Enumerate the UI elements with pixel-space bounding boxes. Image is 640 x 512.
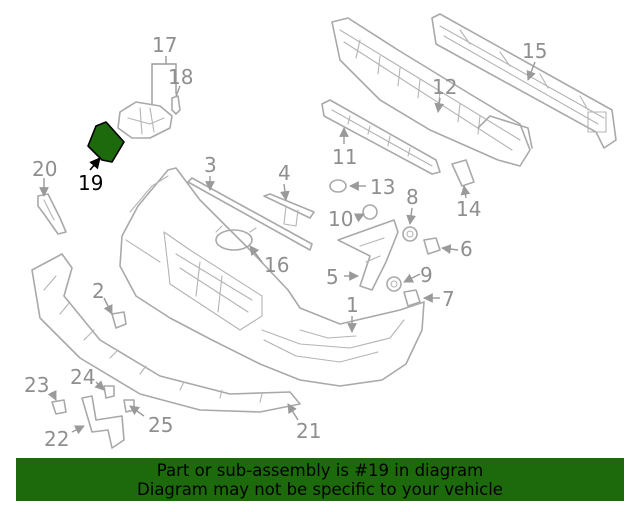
part-22-bracket [81,395,125,449]
part-11-strip [321,99,441,175]
callout-8: 8 [406,185,419,209]
callout-11: 11 [332,145,357,169]
callout-5: 5 [326,265,339,289]
callout-25: 25 [148,413,173,437]
callout-24: 24 [70,365,95,389]
callout-20: 20 [32,157,57,181]
callout-13: 13 [370,175,395,199]
callout-7: 7 [442,287,455,311]
part-4-emblem [263,193,315,227]
callout-9: 9 [420,263,433,287]
callout-3: 3 [204,153,217,177]
part-15-reinforcement-beam [431,13,617,149]
callout-21: 21 [296,419,321,443]
part-20-side-bracket [37,193,67,235]
callout-16: 16 [264,253,289,277]
callout-2: 2 [92,279,105,303]
callout-14: 14 [456,197,481,221]
fasteners [51,179,441,415]
callout-numbers: 17 18 15 12 11 19 20 3 4 13 8 14 10 6 16… [24,33,547,451]
part-16-fog-lamp [215,225,257,251]
callout-18: 18 [168,65,193,89]
callout-6: 6 [460,237,473,261]
leader-lines [39,56,536,435]
part-17-washer-bracket [117,95,181,139]
callout-1: 1 [346,293,359,317]
info-banner: Part or sub-assembly is #19 in diagram D… [16,458,624,501]
part-3-grille-trim [187,177,313,251]
part-1-bumper-cover [119,167,425,387]
banner-line-part: Part or sub-assembly is #19 in diagram [156,461,484,480]
part-21-lower-spoiler [31,253,301,413]
callout-10: 10 [328,207,353,231]
callout-4: 4 [278,161,291,185]
callout-12: 12 [432,75,457,99]
callout-22: 22 [44,427,69,451]
callout-19: 19 [78,171,103,195]
callout-15: 15 [522,39,547,63]
part-14-bracket [451,159,475,187]
banner-line-disclaimer: Diagram may not be specific to your vehi… [137,480,503,499]
part-19-cover-highlighted [87,121,125,163]
part-5-mount-bracket [337,219,399,291]
callout-17: 17 [152,33,177,57]
callout-23: 23 [24,373,49,397]
